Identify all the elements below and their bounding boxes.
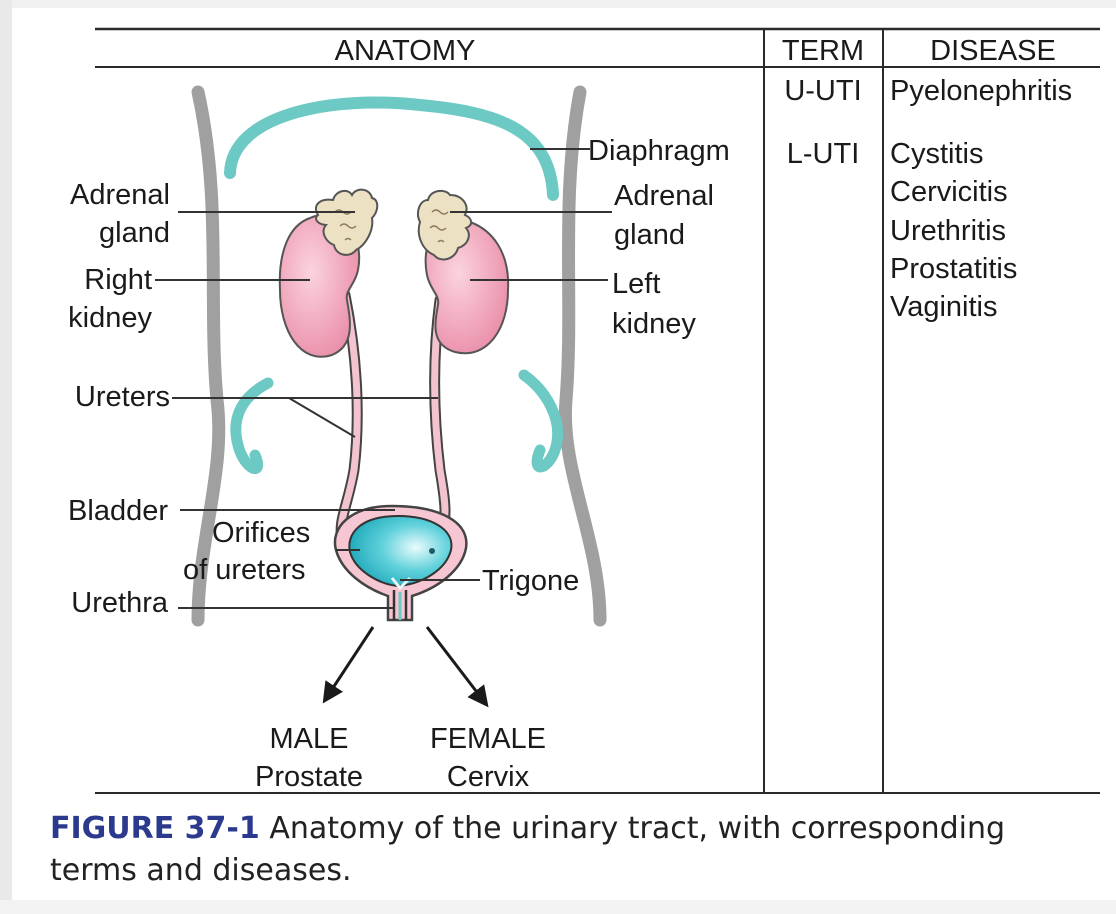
pelvic-crest-right: [524, 375, 558, 467]
label-prostate: Prostate: [255, 761, 363, 793]
label-orifices: Orifices: [212, 517, 310, 549]
label-female: FEMALE: [430, 723, 546, 755]
label-left-kidney-2: kidney: [612, 308, 696, 340]
pelvic-crest-left: [236, 383, 268, 469]
frame-bottom: [0, 900, 1116, 914]
label-bladder: Bladder: [68, 495, 168, 527]
label-diaphragm: Diaphragm: [588, 135, 730, 167]
disease-pyelonephritis: Pyelonephritis: [890, 75, 1072, 107]
disease-prostatitis: Prostatitis: [890, 253, 1017, 285]
header-disease: DISEASE: [930, 35, 1056, 67]
disease-cervicitis: Cervicitis: [890, 176, 1008, 208]
label-left-kidney: Left: [612, 268, 660, 300]
label-orifices-2: of ureters: [183, 554, 306, 586]
term-l-uti: L-UTI: [787, 138, 860, 170]
header-anatomy: ANATOMY: [335, 35, 476, 67]
arrow-female: [427, 627, 486, 704]
urinary-tract-figure: ANATOMY TERM DISEASE U-UTI L-UTI Pyelone…: [0, 0, 1116, 800]
label-right-kidney: Right: [84, 264, 152, 296]
label-adrenal-gland-right-side: Adrenal: [70, 179, 170, 211]
label-adrenal-gland-left-side-2: gland: [614, 219, 685, 251]
label-urethra: Urethra: [71, 587, 169, 619]
disease-vaginitis: Vaginitis: [890, 291, 997, 323]
ureter-orifice: [429, 548, 435, 554]
term-u-uti: U-UTI: [784, 75, 861, 107]
label-right-kidney-2: kidney: [68, 302, 152, 334]
figure-caption: FIGURE 37-1 Anatomy of the urinary tract…: [50, 808, 1100, 892]
diaphragm: [230, 103, 553, 195]
label-male: MALE: [270, 723, 349, 755]
disease-cystitis: Cystitis: [890, 138, 983, 170]
label-adrenal-gland-right-side-2: gland: [99, 217, 170, 249]
body-outline-right: [565, 92, 600, 620]
header-term: TERM: [782, 35, 864, 67]
label-cervix: Cervix: [447, 761, 530, 793]
arrow-male: [325, 627, 373, 700]
caption-label: FIGURE 37-1: [50, 811, 260, 846]
label-adrenal-gland-left-side: Adrenal: [614, 180, 714, 212]
disease-urethritis: Urethritis: [890, 215, 1006, 247]
label-ureters: Ureters: [75, 381, 170, 413]
label-trigone: Trigone: [482, 565, 579, 597]
